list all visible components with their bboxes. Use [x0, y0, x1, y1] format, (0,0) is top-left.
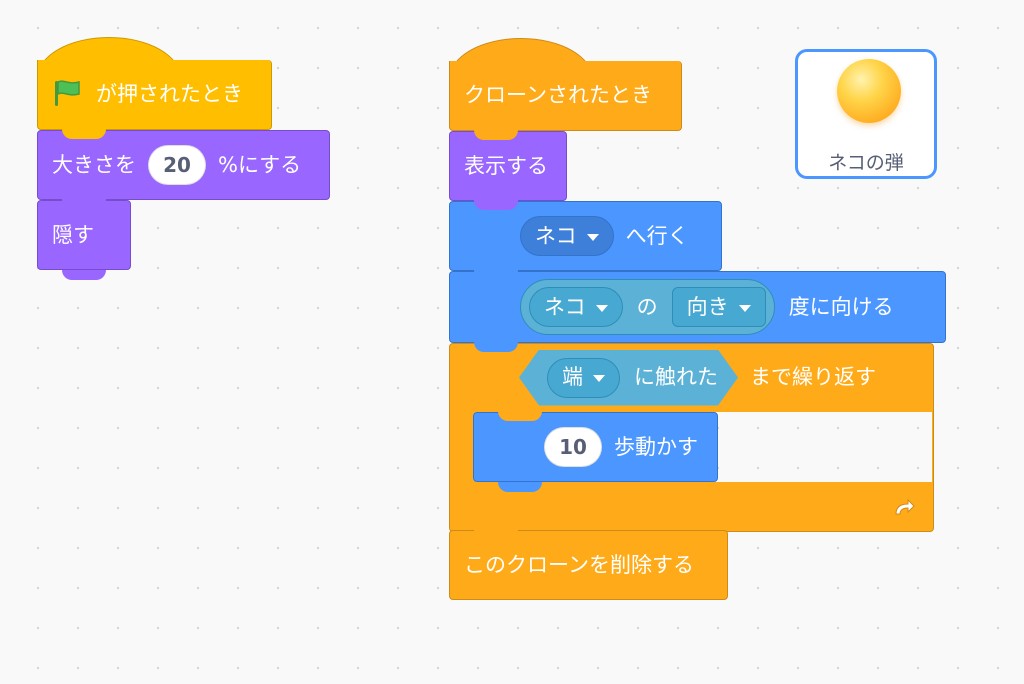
caret-down-icon — [593, 375, 605, 382]
of-label: の — [636, 294, 658, 319]
repeat-until-label: まで繰り返す — [750, 365, 876, 389]
show-label: 表示する — [464, 153, 548, 178]
of-object-value: ネコ — [544, 294, 586, 319]
go-to-target-value: ネコ — [535, 223, 577, 248]
notch — [474, 130, 518, 140]
notch — [498, 411, 542, 421]
loop-arrow-icon — [892, 496, 916, 522]
show-block[interactable]: 表示する — [449, 131, 567, 201]
move-steps-label: 歩動かす — [614, 434, 698, 459]
delete-clone-label: このクローンを削除する — [464, 552, 694, 577]
when-cloned-label: クローンされたとき — [464, 83, 652, 107]
notch — [474, 529, 518, 539]
hide-block[interactable]: 隠す — [37, 200, 131, 270]
caret-down-icon — [586, 233, 599, 241]
of-attribute-dropdown[interactable]: 向き — [671, 287, 766, 327]
go-to-label: へ行く — [625, 223, 689, 248]
when-cloned-block[interactable]: クローンされたとき — [449, 61, 682, 131]
touching-target-value: 端 — [562, 365, 583, 389]
touching-condition[interactable]: 端 に触れた — [519, 350, 738, 406]
delete-clone-block[interactable]: このクローンを削除する — [449, 530, 728, 600]
green-flag-icon — [52, 79, 82, 111]
notch — [498, 482, 542, 492]
notch — [62, 129, 106, 139]
caret-down-icon — [738, 304, 751, 312]
of-object-dropdown[interactable]: ネコ — [529, 287, 623, 327]
point-in-direction-label: 度に向ける — [788, 294, 894, 319]
notch — [62, 270, 106, 280]
caret-down-icon — [595, 304, 608, 312]
move-steps-block[interactable]: 10 歩動かす — [473, 412, 718, 482]
when-flag-clicked-block[interactable]: が押されたとき — [37, 60, 272, 130]
sprite-thumbnail[interactable]: ネコの弾 — [795, 49, 937, 179]
sprite-name: ネコの弾 — [828, 152, 904, 174]
when-flag-clicked-label: が押されたとき — [96, 82, 243, 106]
touching-target-dropdown[interactable]: 端 — [547, 358, 620, 398]
go-to-block[interactable]: ネコ へ行く — [449, 201, 722, 271]
set-size-block[interactable]: 大きさを 20 %にする — [37, 130, 330, 200]
point-in-direction-block[interactable]: ネコ の 向き 度に向ける — [449, 271, 946, 343]
touching-label: に触れた — [634, 365, 718, 389]
size-value-input[interactable]: 20 — [148, 145, 206, 185]
of-attribute-value: 向き — [686, 294, 729, 319]
repeat-until-header: 端 に触れた まで繰り返す — [449, 343, 932, 412]
steps-value-input[interactable]: 10 — [544, 427, 602, 467]
notch — [474, 270, 518, 280]
bullet-sprite-costume — [837, 59, 901, 123]
hide-label: 隠す — [52, 222, 94, 247]
notch — [474, 342, 518, 352]
set-size-prefix: 大きさを — [52, 152, 136, 177]
set-size-suffix: %にする — [218, 152, 302, 177]
notch — [474, 200, 518, 210]
notch — [62, 199, 106, 209]
go-to-target-dropdown[interactable]: ネコ — [520, 216, 614, 256]
of-reporter[interactable]: ネコ の 向き — [520, 279, 775, 335]
